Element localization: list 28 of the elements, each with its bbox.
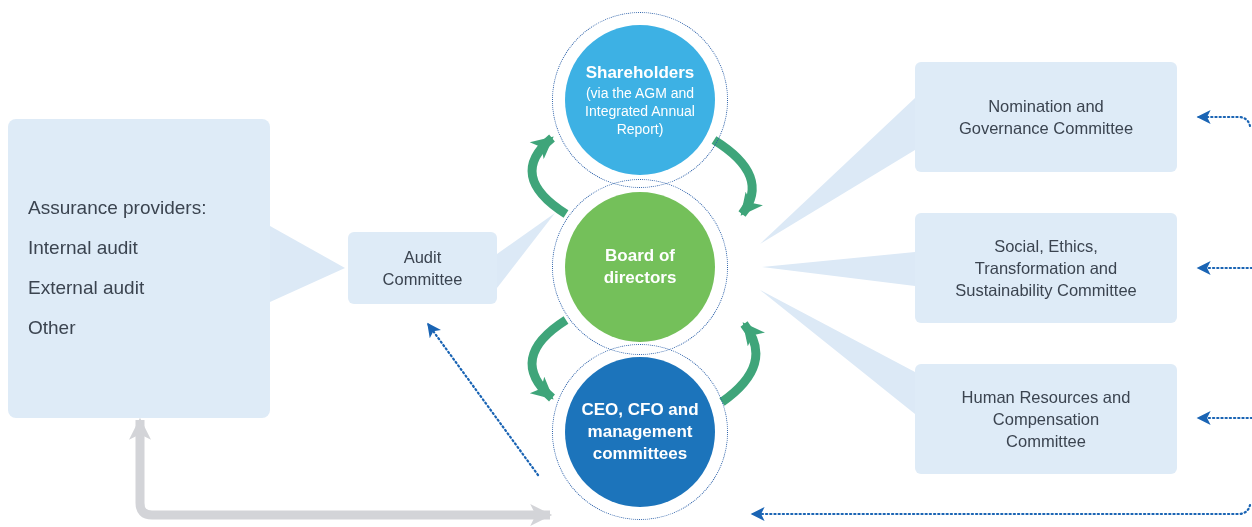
dotted-arrow	[750, 503, 1252, 521]
committee-box	[915, 364, 1177, 474]
callout-wedge	[760, 98, 915, 244]
dotted-arrow	[1196, 261, 1252, 275]
callout-wedge	[760, 290, 915, 414]
arrow	[719, 321, 765, 406]
dotted-arrow	[1196, 110, 1252, 128]
circle-label: Shareholders	[585, 61, 695, 84]
circle-subtitle: (via the AGM and Integrated Annual Report)	[584, 83, 696, 139]
committee-box	[915, 213, 1177, 323]
circle-label: CEO, CFO and management committees	[580, 398, 700, 466]
info-panel	[8, 119, 270, 418]
dotted-arrow	[426, 322, 540, 477]
box-label: Human Resources and Compensation Committee	[961, 386, 1131, 453]
callout-wedge	[497, 213, 555, 288]
circle-label: Board of directors	[602, 244, 678, 289]
list-item: External audit	[28, 277, 146, 300]
panel-heading: Assurance providers:	[28, 197, 208, 221]
box-label: Social, Ethics, Transformation and Sustainability Committee	[954, 235, 1138, 302]
box-label: Nomination and Governance Committee	[957, 95, 1135, 139]
list-item: Other	[28, 316, 77, 340]
arrow	[129, 417, 553, 526]
callout-wedge	[270, 226, 345, 302]
list-item: Internal audit	[28, 237, 139, 260]
committee-box	[348, 232, 497, 304]
committee-box	[915, 62, 1177, 172]
box-label: Audit Committee	[381, 246, 464, 290]
dotted-arrow	[1196, 411, 1252, 425]
